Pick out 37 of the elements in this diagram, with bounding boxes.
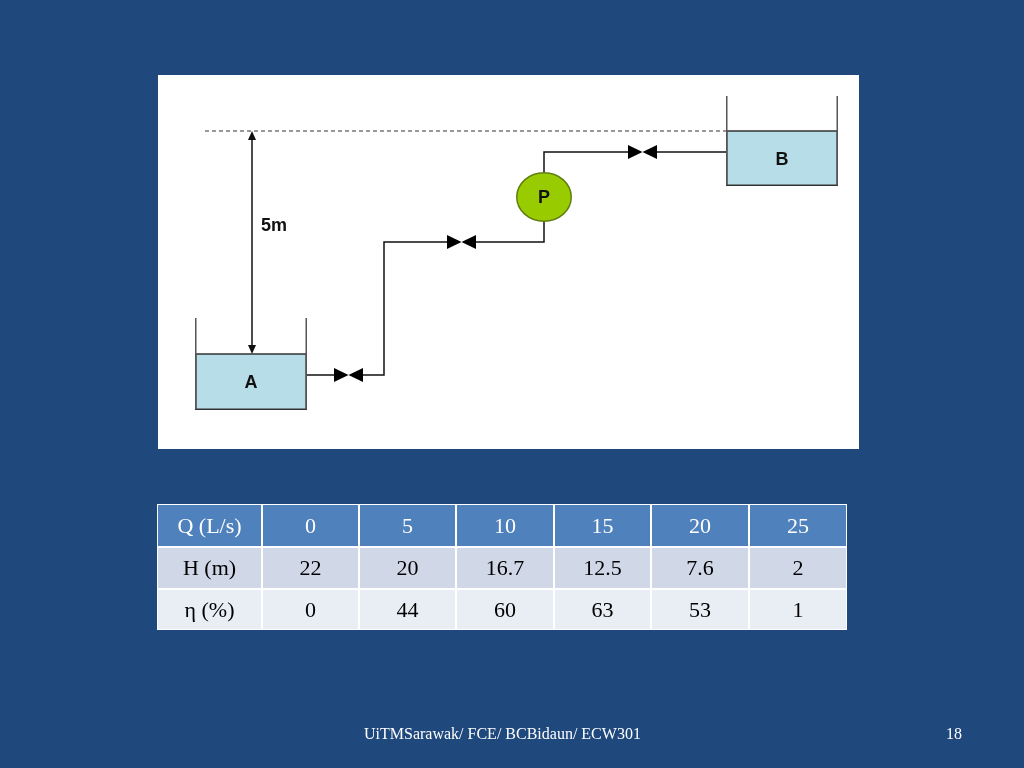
tank-label: A	[244, 373, 258, 391]
table-header-cell: Q (L/s)	[158, 505, 261, 546]
tank-label: B	[775, 149, 789, 168]
pipe	[362, 241, 448, 376]
table-cell: 22	[263, 548, 358, 588]
footer-text: UiTMSarawak/ FCE/ BCBidaun/ ECW301	[364, 725, 641, 743]
valve	[447, 235, 476, 249]
table-cell: H (m)	[158, 548, 261, 588]
pipe	[656, 151, 727, 153]
pipe	[306, 374, 335, 376]
table-cell: η (%)	[158, 590, 261, 629]
table-cell: 53	[652, 590, 748, 629]
table-cell: 60	[457, 590, 553, 629]
table-cell: 12.5	[555, 548, 650, 588]
table-cell: 20	[360, 548, 455, 588]
table-cell: 2	[750, 548, 846, 588]
table-cell: 1	[750, 590, 846, 629]
tank	[195, 318, 307, 410]
table-header-cell: 20	[652, 505, 748, 546]
table-header-cell: 5	[360, 505, 455, 546]
table-cell: 7.6	[652, 548, 748, 588]
table-cell: 63	[555, 590, 650, 629]
table-cell: 44	[360, 590, 455, 629]
table-cell: 16.7	[457, 548, 553, 588]
table-header-cell: 10	[457, 505, 553, 546]
valve	[628, 145, 657, 159]
dimension-label: 5m	[261, 216, 287, 236]
pipe	[543, 151, 629, 173]
pump-label: P	[538, 188, 550, 206]
valve	[334, 368, 363, 382]
table-header-cell: 15	[555, 505, 650, 546]
table-header-cell: 25	[750, 505, 846, 546]
tank	[726, 96, 838, 186]
pump-circle	[516, 172, 572, 222]
table-cell: 0	[263, 590, 358, 629]
page-number: 18	[946, 725, 962, 743]
table-header-cell: 0	[263, 505, 358, 546]
